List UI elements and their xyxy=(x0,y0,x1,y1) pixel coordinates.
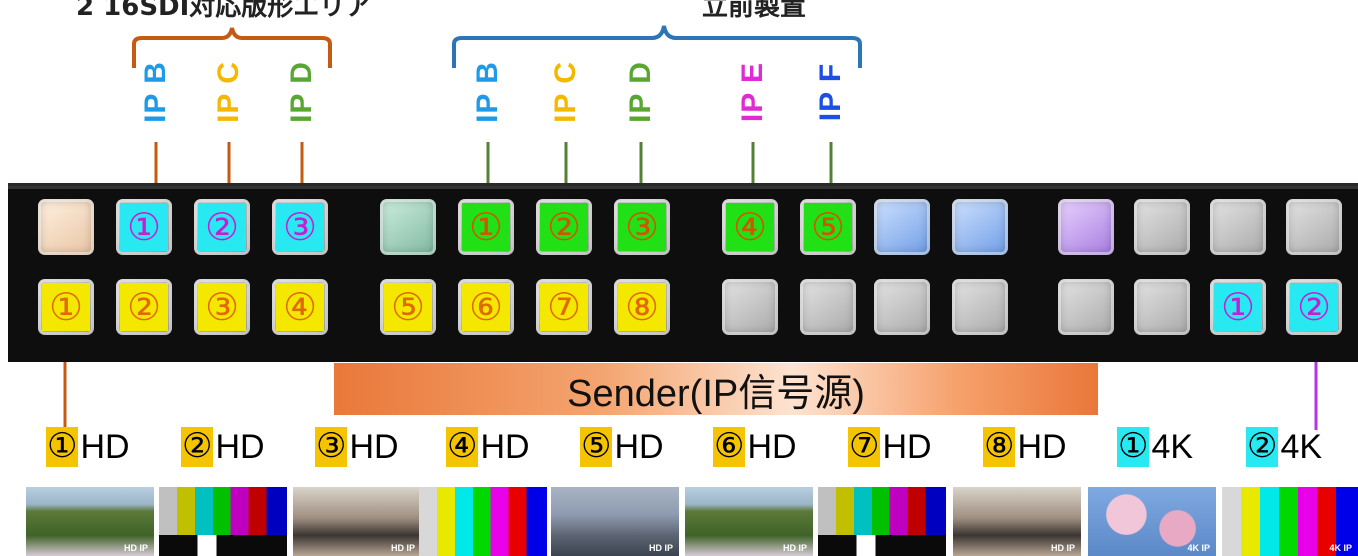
thumbnail-bars-smpte-2 xyxy=(818,487,946,556)
panel-key-r1-6[interactable]: ① xyxy=(458,199,514,255)
thumbnail-city: HD IP xyxy=(551,487,679,556)
panel-key-r1-1[interactable] xyxy=(38,199,94,255)
panel-key-r1-2[interactable]: ① xyxy=(116,199,172,255)
panel-key-r1-14[interactable] xyxy=(1134,199,1190,255)
panel-key-r2-16[interactable]: ② xyxy=(1286,279,1342,335)
thumbnail-bars-full-2: 4K IP xyxy=(1222,487,1358,556)
panel-key-r1-16[interactable] xyxy=(1286,199,1342,255)
group-braces xyxy=(132,25,862,68)
sender-banner: Sender(IP信号源) xyxy=(334,363,1098,415)
left-brace xyxy=(132,27,332,68)
panel-key-r2-2[interactable]: ② xyxy=(116,279,172,335)
panel-key-r2-13[interactable] xyxy=(1058,279,1114,335)
panel-key-r2-10[interactable] xyxy=(800,279,856,335)
panel-key-r1-5[interactable] xyxy=(380,199,436,255)
panel-key-r2-7[interactable]: ⑦ xyxy=(536,279,592,335)
panel-key-r2-1[interactable]: ① xyxy=(38,279,94,335)
panel-key-r1-13[interactable] xyxy=(1058,199,1114,255)
panel-key-r1-8[interactable]: ③ xyxy=(614,199,670,255)
panel-key-r2-6[interactable]: ⑥ xyxy=(458,279,514,335)
thumbnail-bars-smpte-1 xyxy=(159,487,287,556)
panel-key-r1-3[interactable]: ② xyxy=(194,199,250,255)
panel-key-r2-11[interactable] xyxy=(874,279,930,335)
right-brace xyxy=(452,25,862,68)
panel-key-r1-10[interactable]: ⑤ xyxy=(800,199,856,255)
panel-key-r1-7[interactable]: ② xyxy=(536,199,592,255)
panel-key-r1-15[interactable] xyxy=(1210,199,1266,255)
thumbnail-car-1: HD IP xyxy=(293,487,421,556)
thumbnail-bars-full-1 xyxy=(419,487,547,556)
panel-key-r2-14[interactable] xyxy=(1134,279,1190,335)
panel-key-r2-8[interactable]: ⑧ xyxy=(614,279,670,335)
right-group-title: 立前製置 xyxy=(702,0,807,22)
panel-key-r2-12[interactable] xyxy=(952,279,1008,335)
thumbnail-blossom: 4K IP xyxy=(1088,487,1216,556)
thumbnail-landscape-2: HD IP xyxy=(685,487,813,556)
panel-key-r1-9[interactable]: ④ xyxy=(722,199,778,255)
thumbnail-car-2: HD IP xyxy=(953,487,1081,556)
panel-key-r2-3[interactable]: ③ xyxy=(194,279,250,335)
panel-key-r1-12[interactable] xyxy=(952,199,1008,255)
panel-key-r2-9[interactable] xyxy=(722,279,778,335)
panel-key-r1-4[interactable]: ③ xyxy=(272,199,328,255)
panel-key-r2-15[interactable]: ① xyxy=(1210,279,1266,335)
panel-key-r1-11[interactable] xyxy=(874,199,930,255)
left-group-title: 2 16SDI対応版形エリア xyxy=(76,0,372,22)
panel-key-r2-5[interactable]: ⑤ xyxy=(380,279,436,335)
thumbnail-landscape-1: HD IP xyxy=(26,487,154,556)
panel-key-r2-4[interactable]: ④ xyxy=(272,279,328,335)
